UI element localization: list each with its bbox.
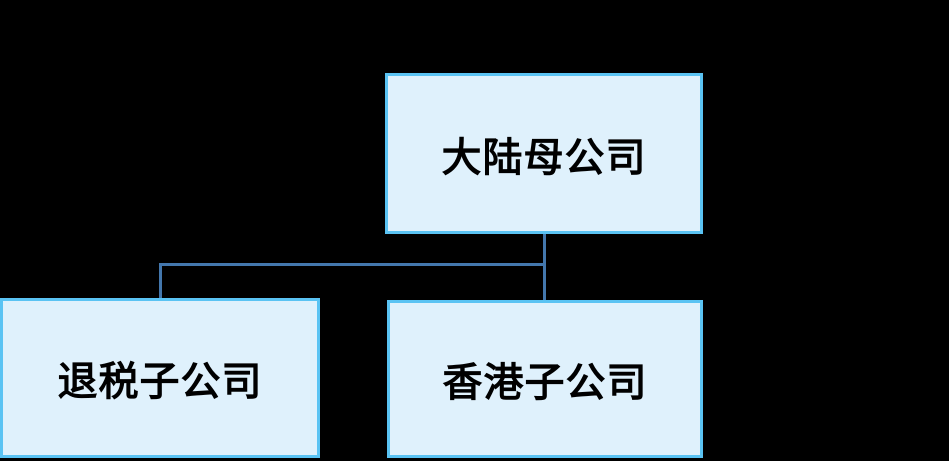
connector-left-child-vertical	[159, 263, 162, 298]
node-hongkong-subsidiary: 香港子公司	[387, 300, 703, 458]
node-parent-company: 大陆母公司	[385, 73, 703, 234]
connector-parent-vertical	[543, 234, 546, 300]
node-parent-company-label: 大陆母公司	[441, 135, 647, 180]
node-tax-refund-subsidiary: 退税子公司	[0, 298, 320, 458]
node-tax-refund-subsidiary-label: 退税子公司	[57, 360, 263, 404]
node-hongkong-subsidiary-label: 香港子公司	[442, 361, 648, 405]
connector-horizontal	[159, 263, 546, 266]
